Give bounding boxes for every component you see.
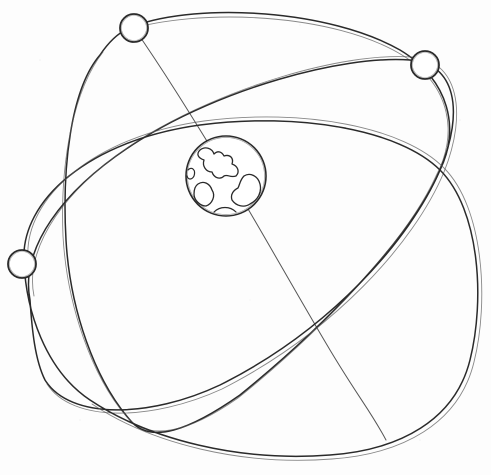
satellite-circle-icon — [120, 14, 148, 42]
earth-globe-icon — [186, 136, 266, 216]
satellite-circle-icon — [411, 51, 439, 79]
orbit-tall-retrace — [63, 17, 449, 431]
satellite-circle-icon — [8, 250, 36, 278]
orbit-wide-retrace — [32, 57, 456, 414]
